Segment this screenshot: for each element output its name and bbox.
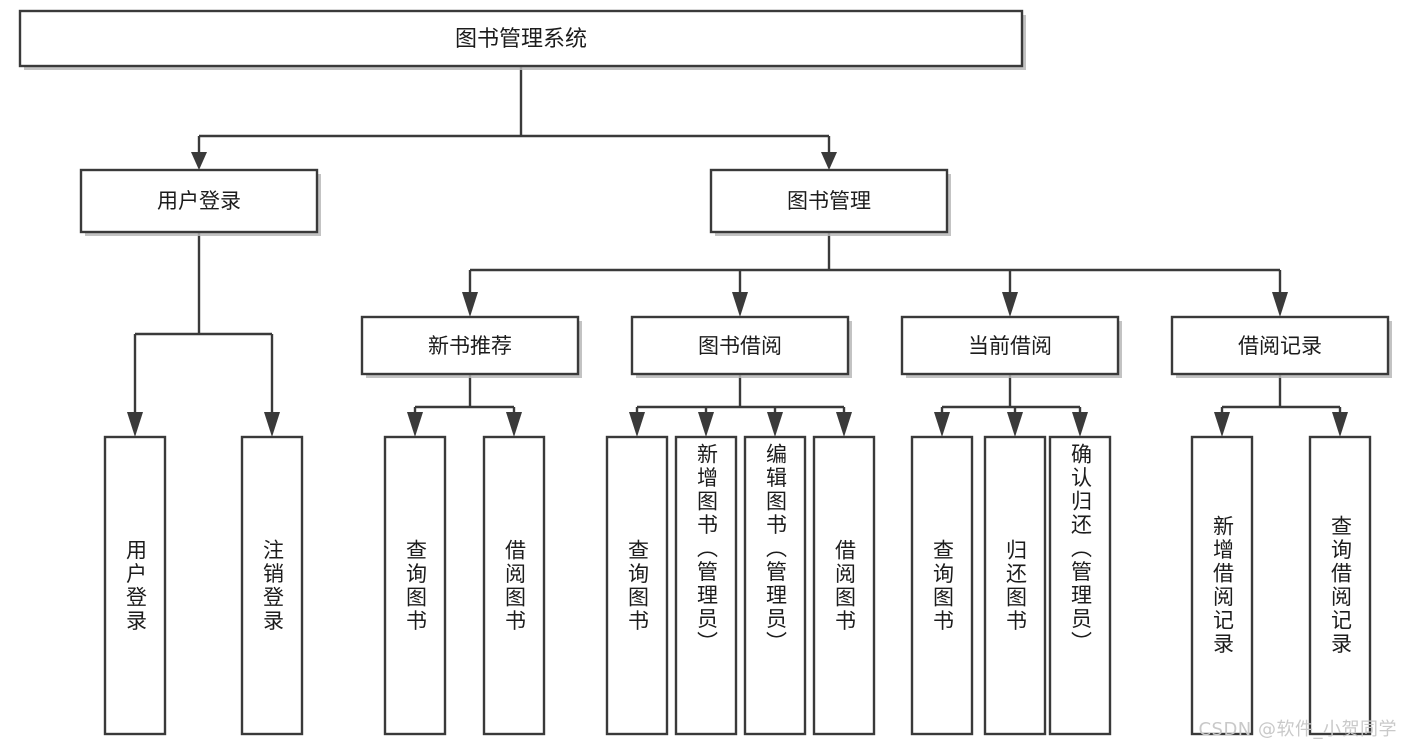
user-login-box[interactable] (79, 168, 319, 234)
connector-layer (127, 66, 1348, 437)
leaf-box-rec-add[interactable] (1190, 435, 1254, 736)
leaf-box-cur-confirm[interactable] (1048, 435, 1112, 736)
node-root[interactable]: 图书管理系统 (18, 9, 1026, 70)
borrow-record-box[interactable] (1170, 315, 1390, 376)
arrow-to-current-borrow (1002, 292, 1018, 317)
leaf-box-layer (103, 435, 1372, 736)
node-user-login[interactable]: 用户登录 (79, 168, 321, 236)
node-new-book-rec[interactable]: 新书推荐 (360, 315, 582, 378)
new-book-rec-box[interactable] (360, 315, 580, 376)
arrow-to-leaf-user-logout (264, 412, 280, 437)
arrow-to-leaf-borrow-query (629, 412, 645, 437)
leaf-box-rec-query[interactable] (383, 435, 447, 736)
leaf-box-borrow-query[interactable] (605, 435, 669, 736)
book-manage-box[interactable] (709, 168, 949, 234)
arrow-to-leaf-rec-borrow (506, 412, 522, 437)
node-current-borrow[interactable]: 当前借阅 (900, 315, 1122, 378)
arrow-to-leaf-cur-return (1007, 412, 1023, 437)
arrow-to-leaf-borrow-add (698, 412, 714, 437)
arrow-to-userlogin (191, 152, 207, 170)
arrow-to-leaf-rec-query (407, 412, 423, 437)
current-borrow-label: 当前借阅 (968, 334, 1052, 358)
book-manage-label: 图书管理 (787, 189, 871, 213)
arrow-to-leaf-rec-query2 (1332, 412, 1348, 437)
leaf-box-cur-return[interactable] (983, 435, 1047, 736)
arrow-to-borrow-record (1272, 292, 1288, 317)
leaf-box-borrow-add[interactable] (674, 435, 738, 736)
arrow-to-leaf-user-login (127, 412, 143, 437)
current-borrow-box[interactable] (900, 315, 1120, 376)
leaf-box-rec-query2[interactable] (1308, 435, 1372, 736)
arrow-to-new-book-rec (462, 292, 478, 317)
arrow-to-leaf-cur-confirm (1072, 412, 1088, 437)
leaf-box-user-login[interactable] (103, 435, 167, 736)
arrow-to-leaf-borrow-do (836, 412, 852, 437)
book-borrow-label: 图书借阅 (698, 334, 782, 358)
leaf-box-borrow-edit[interactable] (743, 435, 807, 736)
node-book-manage[interactable]: 图书管理 (709, 168, 951, 236)
leaf-box-rec-borrow[interactable] (482, 435, 546, 736)
leaf-box-cur-query[interactable] (910, 435, 974, 736)
arrow-to-book-borrow (732, 292, 748, 317)
leaf-box-borrow-do[interactable] (812, 435, 876, 736)
node-borrow-record[interactable]: 借阅记录 (1170, 315, 1392, 378)
root-box[interactable] (18, 9, 1024, 68)
leaf-box-user-logout[interactable] (240, 435, 304, 736)
arrow-to-bookmanage (821, 152, 837, 170)
user-login-label: 用户登录 (157, 189, 241, 213)
arrow-to-leaf-borrow-edit (767, 412, 783, 437)
borrow-record-label: 借阅记录 (1238, 334, 1322, 358)
arrow-to-leaf-cur-query (934, 412, 950, 437)
arrow-to-leaf-rec-add (1214, 412, 1230, 437)
book-borrow-box[interactable] (630, 315, 850, 376)
root-label: 图书管理系统 (455, 27, 587, 52)
new-book-rec-label: 新书推荐 (428, 334, 512, 358)
node-book-borrow[interactable]: 图书借阅 (630, 315, 852, 378)
